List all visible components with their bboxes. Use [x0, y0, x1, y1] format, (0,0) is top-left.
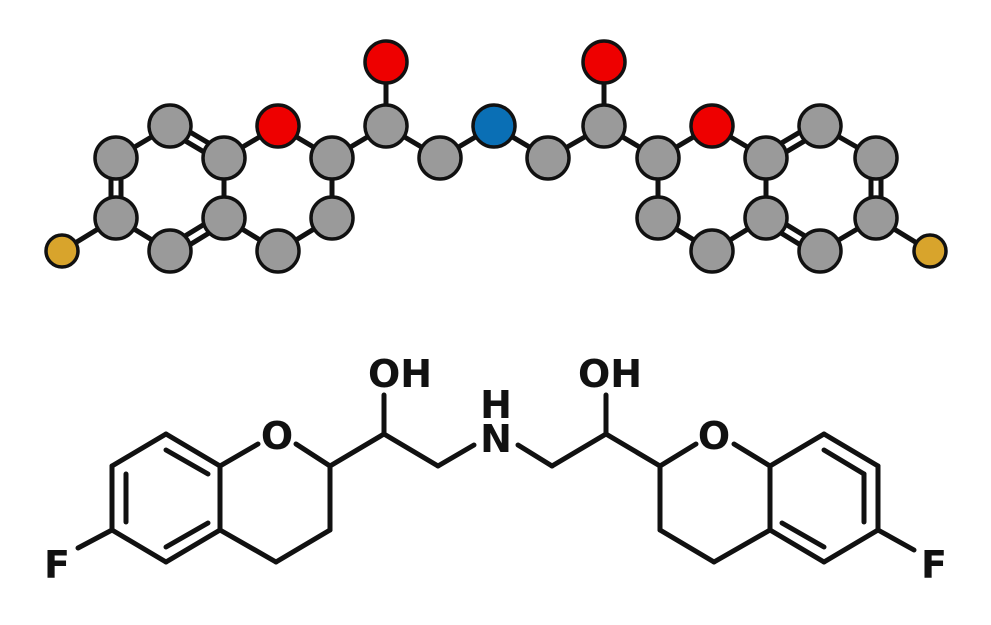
grey-sphere-icon: [147, 103, 193, 149]
ring-left-bond-5: [163, 527, 223, 565]
hydroxyl-label-left: OH: [368, 352, 432, 396]
ring-left-bond-3: [163, 431, 223, 469]
pyran-left-bond-3: [217, 527, 279, 565]
fluorine-label-right: F: [921, 543, 947, 587]
ball-and-stick-bonds: [59, 59, 933, 258]
skeletal-formula-labels: OH OH O O H N F F: [44, 352, 947, 587]
grey-sphere-icon: [797, 228, 843, 274]
grey-sphere-icon: [147, 228, 193, 274]
grey-sphere-icon: [581, 103, 627, 149]
grey-sphere-icon: [93, 135, 139, 181]
chain-left-1: [327, 431, 387, 469]
f-bond-left: [75, 527, 115, 551]
ring-oxygen-label-right: O: [698, 414, 730, 458]
ring-oxygen-label-left: O: [261, 414, 293, 458]
grey-sphere-icon: [201, 135, 247, 181]
gold-sphere-icon: [912, 233, 948, 269]
o-bond-right-1: [657, 441, 699, 469]
ring-left-inner-3: [163, 520, 211, 550]
pyran-left-bond-2: [273, 527, 333, 565]
hydroxyl-label-right: OH: [578, 352, 642, 396]
grey-sphere-icon: [525, 135, 571, 181]
grey-sphere-icon: [635, 135, 681, 181]
grey-sphere-icon: [797, 103, 843, 149]
chain-right-3: [603, 431, 663, 469]
red-sphere-icon: [581, 39, 627, 85]
grey-sphere-icon: [743, 195, 789, 241]
ring-right-bond-2: [821, 431, 881, 469]
o-bond-right-2: [731, 441, 773, 469]
fluorine-label-left: F: [44, 543, 70, 587]
amine-nitrogen-label: N: [480, 417, 512, 461]
pyran-right-bond-2: [657, 527, 717, 565]
pyran-right-bond-3: [711, 527, 773, 565]
grey-sphere-icon: [689, 228, 735, 274]
gold-sphere-icon: [44, 233, 80, 269]
grey-sphere-icon: [853, 195, 899, 241]
amine-hydrogen-label: H: [480, 383, 512, 427]
ring-right-bond-1: [767, 431, 827, 469]
grey-sphere-icon: [93, 195, 139, 241]
ring-left-inner-2: [163, 447, 211, 477]
blue-sphere-icon: [471, 103, 517, 149]
red-sphere-icon: [363, 39, 409, 85]
ring-left-bond-6: [109, 527, 169, 565]
ring-right-inner-3: [779, 520, 827, 550]
chain-right-2: [549, 431, 609, 469]
ring-right-bond-5: [767, 527, 827, 565]
grey-sphere-icon: [853, 135, 899, 181]
chain-right-1: [515, 442, 555, 469]
f-bond-right: [875, 527, 917, 553]
grey-sphere-icon: [417, 135, 463, 181]
ball-and-stick-atoms: [44, 39, 948, 274]
grey-sphere-icon: [309, 135, 355, 181]
red-sphere-icon: [255, 103, 301, 149]
skeletal-formula-bonds: [75, 392, 917, 565]
ring-left-bond-2: [109, 431, 169, 469]
ring-right-inner-1: [821, 447, 867, 477]
ring-right-bond-4: [821, 527, 881, 565]
grey-sphere-icon: [743, 135, 789, 181]
red-sphere-icon: [689, 103, 735, 149]
grey-sphere-icon: [635, 195, 681, 241]
chain-left-2: [381, 431, 441, 469]
o-bond-left-2: [293, 441, 333, 469]
chain-left-3: [435, 442, 477, 469]
grey-sphere-icon: [255, 228, 301, 274]
o-bond-left-1: [217, 441, 261, 469]
grey-sphere-icon: [363, 103, 409, 149]
grey-sphere-icon: [309, 195, 355, 241]
grey-sphere-icon: [201, 195, 247, 241]
